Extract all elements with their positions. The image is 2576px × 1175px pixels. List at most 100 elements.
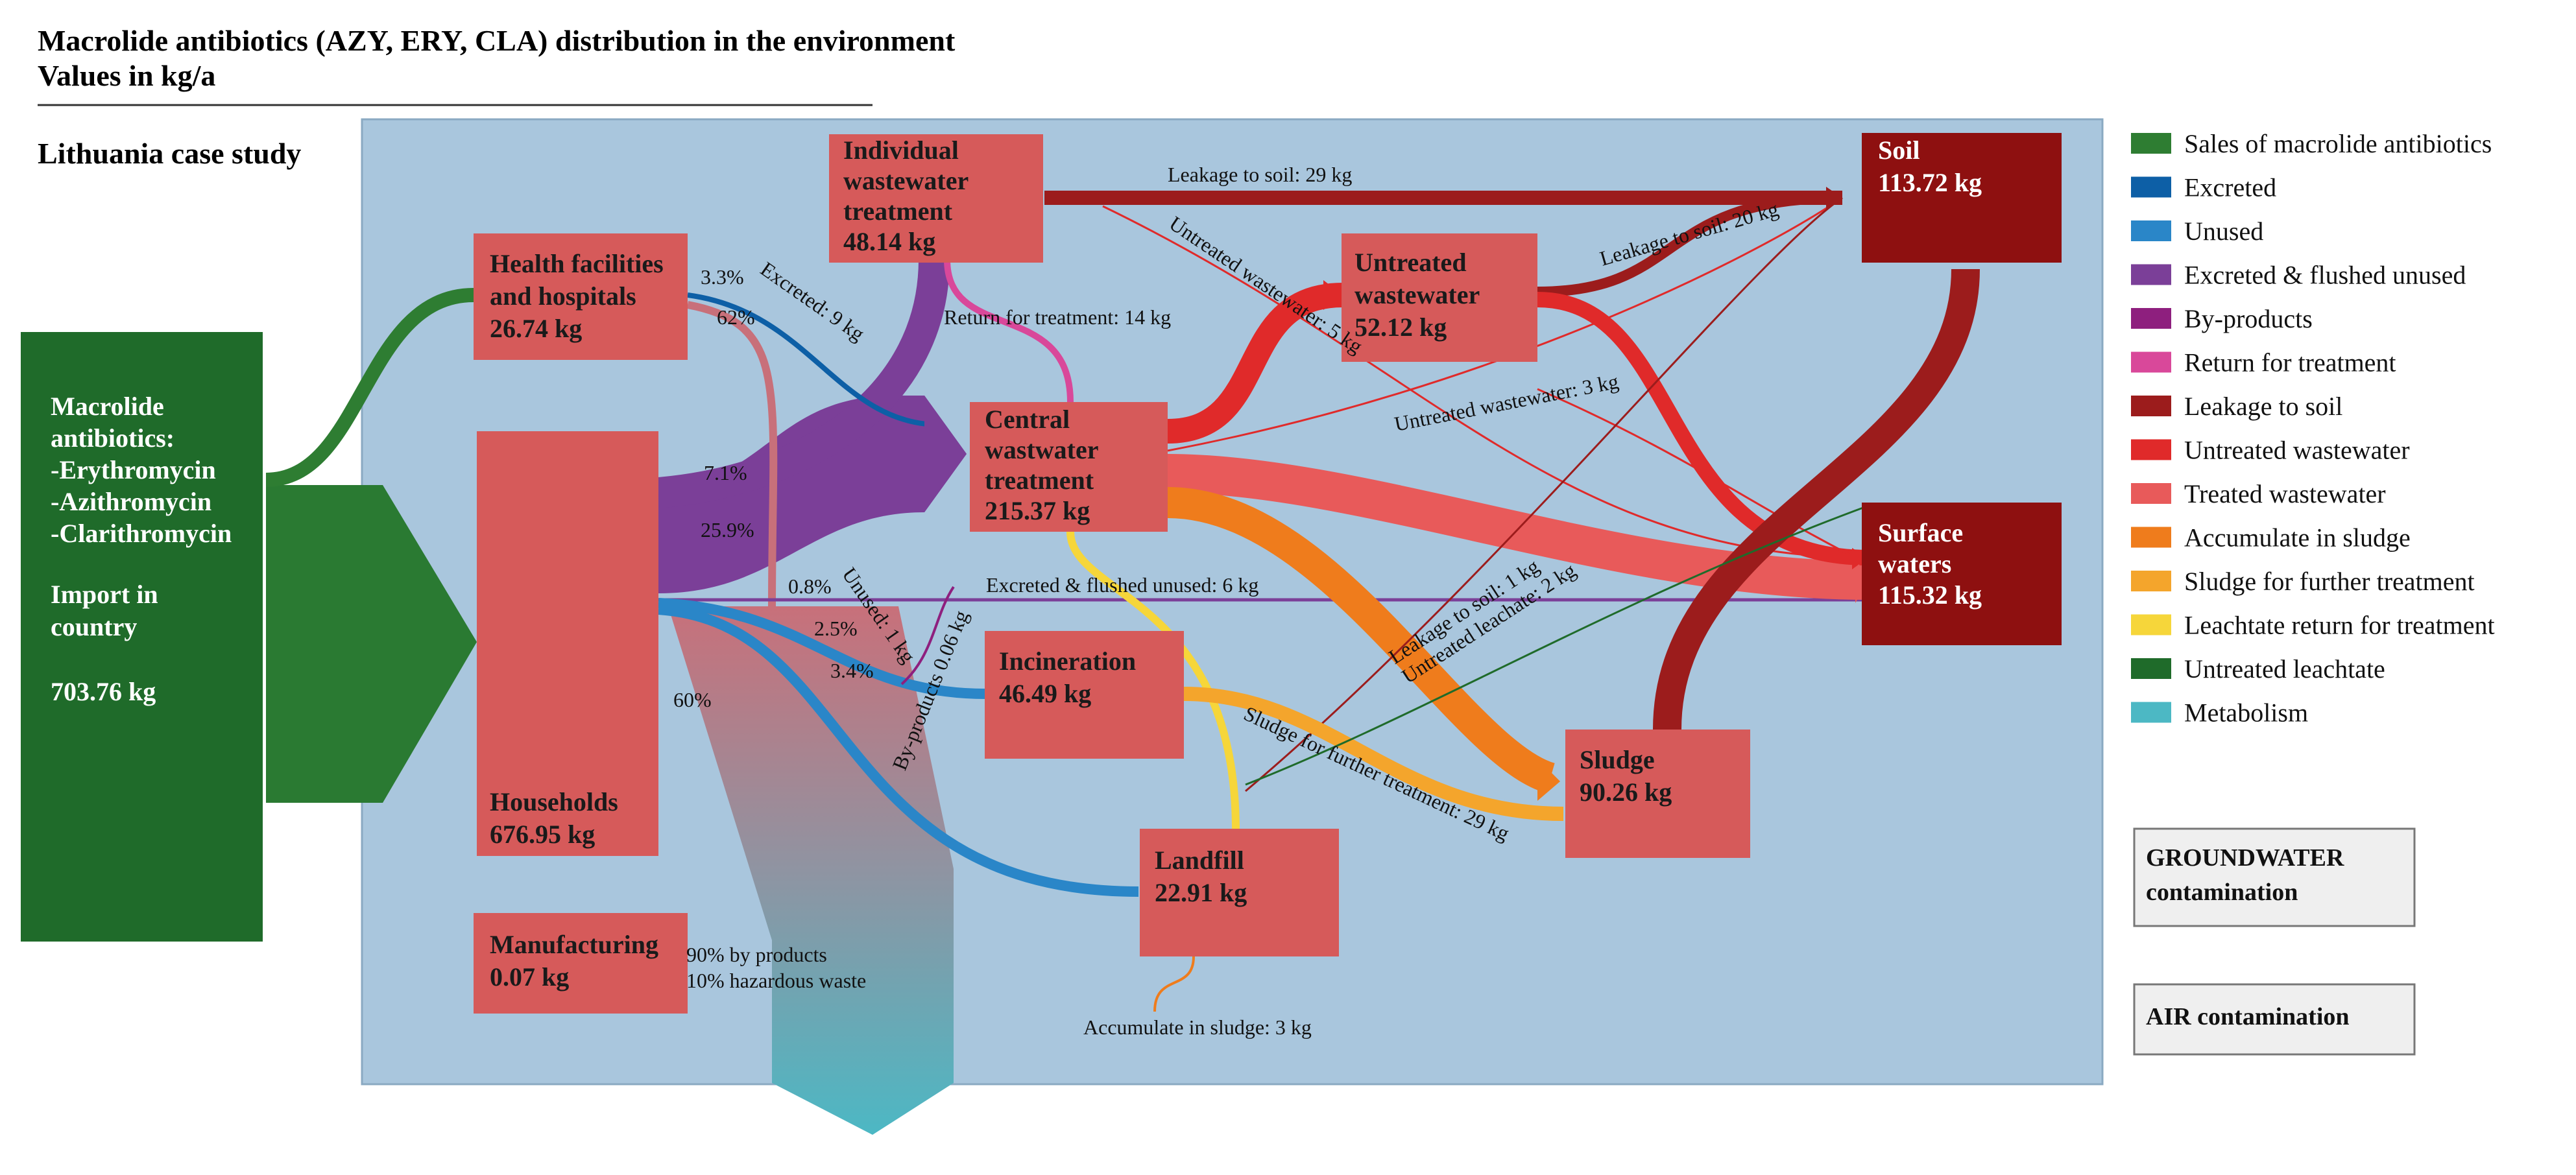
landfill-label: Landfill [1155,846,1244,875]
legend-swatch [2131,264,2171,285]
legend-swatch [2131,527,2171,548]
flow-landfill-accumulate [1153,956,1195,1012]
legend-label: Untreated leachtate [2184,654,2385,683]
macrolide-line-5: -Clarithromycin [51,519,232,548]
flow-untreated-3kg [1537,388,1869,565]
flow-landfill-soil-leak [1245,196,1843,792]
legend-label: Accumulate in sludge [2184,523,2411,552]
groundwater-line-1: GROUNDWATER [2146,844,2344,872]
node-manufacturing [474,913,688,1014]
legend-swatch [2131,220,2171,241]
node-untreated-wastewater [1342,233,1537,362]
macrolide-line-4: -Azithromycin [51,487,211,516]
flow-sludge-soil [1653,268,1980,730]
diagram-title: Macrolide antibiotics (AZY, ERY, CLA) di… [38,24,956,57]
macrolide-line-3: -Erythromycin [51,455,216,484]
surface-value: 115.32 kg [1878,580,1982,610]
import-value: 703.76 kg [51,677,156,706]
untreated-value: 52.12 kg [1354,313,1447,342]
label-pct-3-3: 3.3% [701,265,744,289]
flow-households-individual [656,259,950,508]
flow-unused-landfill [658,604,1139,897]
soil-value: 113.72 kg [1878,168,1982,197]
legend-swatch [2131,614,2171,635]
legend-swatch [2131,396,2171,416]
flow-untreated-surface [1537,292,1869,565]
arrow-to-sludge [1537,759,1560,801]
diagram-subtitle: Values in kg/a [38,59,215,92]
surface-line-1: Surface [1878,518,1963,547]
individual-line-2: wastewater [843,166,969,195]
untreated-line-2: wastewater [1354,280,1480,309]
landfill-value: 22.91 kg [1155,878,1247,907]
import-line-2: country [51,612,137,641]
legend-label: Excreted [2184,173,2276,202]
label-pct-2-5: 2.5% [814,617,858,640]
central-line-3: treatment [985,466,1094,495]
sludge-value: 90.26 kg [1580,777,1672,807]
individual-line-3: treatment [843,196,953,226]
central-line-1: Central [985,405,1070,434]
legend-label: Unused [2184,217,2263,246]
import-line-1: Import in [51,580,158,609]
flow-sales-health [265,288,474,487]
flow-central-untreated [1167,283,1343,444]
legend-swatch [2131,176,2171,198]
incineration-label: Incineration [999,647,1136,676]
flow-landfill-leachate [1245,504,1869,786]
flow-central-sludge [1167,487,1556,794]
air-label: AIR contamination [2146,1003,2350,1030]
node-soil [1862,133,2062,263]
flow-central-soil-thin [1167,196,1843,452]
flow-incineration-sludge [1183,687,1564,821]
arrow-to-soil [1826,187,1842,209]
flow-return-treatment [944,259,1074,403]
legend-label: Excreted & flushed unused [2184,261,2466,290]
flow-central-surface [1167,454,1869,600]
incineration-value: 46.49 kg [999,679,1091,708]
central-line-2: wastwater [985,435,1099,464]
flow-health-metabolism [686,301,778,607]
households-value: 676.95 kg [490,820,595,849]
node-macrolide-import [21,332,263,942]
flow-central-landfill [1066,531,1240,831]
individual-line-1: Individual [843,136,959,165]
legend-swatch [2131,439,2171,460]
arrowheads [924,187,1868,801]
legend-label: Return for treatment [2184,348,2396,377]
legend-swatch [2131,702,2171,723]
macrolide-line-2: antibiotics: [51,423,175,453]
legend-label: Leachtate return for treatment [2184,611,2495,640]
central-value: 215.37 kg [985,496,1090,525]
flow-metabolism [668,606,954,1135]
arrow-to-surface-untreated [1852,548,1868,569]
legend-swatch [2131,483,2171,504]
node-central-wastewater [970,402,1168,532]
node-landfill [1140,829,1339,956]
label-pct-0-8: 0.8% [788,575,832,598]
label-pct-60: 60% [673,688,712,711]
label-pct-7-1: 7.1% [704,461,747,484]
label-return-14: Return for treatment: 14 kg [944,305,1171,329]
macrolide-line-1: Macrolide [51,392,164,421]
groundwater-box [2133,827,2416,927]
legend-swatch [2131,351,2171,373]
legend-swatch [2131,133,2171,154]
air-box [2133,983,2416,1056]
case-study-title: Lithuania case study [38,137,301,170]
soil-label: Soil [1878,136,1920,165]
manufacturing-value: 0.07 kg [490,962,569,991]
health-value: 26.74 kg [490,314,582,343]
health-line-2: and hospitals [490,281,636,311]
flow-health-central [687,292,941,427]
legend-label: Treated wastewater [2184,479,2386,508]
label-pct-62: 62% [717,305,755,329]
label-leak-29: Leakage to soil: 29 kg [1168,163,1352,186]
label-pct-25-9: 25.9% [701,518,754,541]
label-excreted-flushed-6: Excreted & flushed unused: 6 kg [986,573,1258,597]
node-surface-waters [1862,503,2062,645]
label-pct-3-4: 3.4% [830,659,874,682]
households-label: Households [490,787,618,816]
legend-label: Sludge for further treatment [2184,567,2475,596]
